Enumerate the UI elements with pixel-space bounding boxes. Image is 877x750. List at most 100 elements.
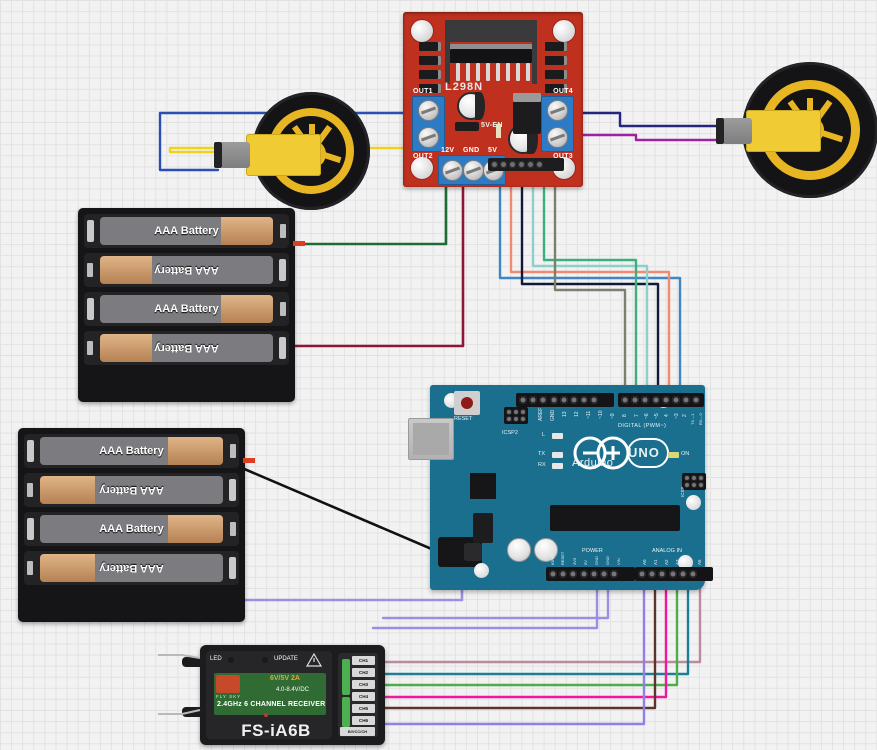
- terminal-screw[interactable]: [418, 127, 439, 148]
- pin-8[interactable]: [590, 396, 599, 404]
- digital-header-right[interactable]: [618, 393, 704, 407]
- diode: [419, 84, 441, 93]
- logic-pin-header[interactable]: [488, 158, 564, 171]
- terminal-screw-12v[interactable]: [442, 160, 463, 181]
- rx-channel-4[interactable]: CH4: [352, 692, 375, 701]
- cell-label: AAA Battery: [99, 523, 164, 535]
- pin-3[interactable]: [661, 396, 670, 404]
- pin-label-aref: AREF: [538, 407, 544, 421]
- pin-rx0[interactable]: [692, 396, 701, 404]
- arduino-uno[interactable]: RESET ICSP2 ICSP: [408, 385, 713, 590]
- pin-a5[interactable]: [689, 570, 698, 578]
- reset-button[interactable]: [454, 391, 480, 415]
- terminal-screw[interactable]: [547, 100, 568, 121]
- rx-channel-1[interactable]: CH1: [352, 656, 375, 665]
- update-button[interactable]: [262, 657, 268, 663]
- pin-a0[interactable]: [638, 570, 647, 578]
- diode: [419, 56, 441, 65]
- pin-13[interactable]: [539, 396, 548, 404]
- battery-pack-arduino[interactable]: AAA Battery AAA Battery AAA Battery: [18, 428, 255, 622]
- cell-label: AAA Battery: [99, 445, 164, 457]
- icsp-header[interactable]: [682, 473, 706, 490]
- wire-batt2-neg-gnd: [230, 558, 464, 602]
- pin-in4[interactable]: [527, 161, 534, 168]
- terminal-screw[interactable]: [547, 127, 568, 148]
- battery-pack-motor[interactable]: AAA Battery AAA Battery AAA Battery: [78, 208, 305, 402]
- pin-4[interactable]: [651, 396, 660, 404]
- pin-enb[interactable]: [536, 161, 543, 168]
- mounting-hole: [678, 555, 693, 570]
- bind-led: [264, 713, 268, 717]
- l-led: [552, 433, 563, 439]
- pin-label-8: 8: [622, 414, 628, 417]
- pin-2[interactable]: [672, 396, 681, 404]
- pin-3v3[interactable]: [569, 570, 578, 578]
- icsp2-header[interactable]: [504, 407, 528, 424]
- pin-in2[interactable]: [509, 161, 516, 168]
- power-12v-label: 12V: [441, 147, 455, 154]
- pin-7[interactable]: [621, 396, 630, 404]
- pin-gnd1[interactable]: [589, 570, 598, 578]
- ibus-bar: [342, 659, 350, 695]
- fs-ia6b-receiver[interactable]: LED UPDATE FLY SKY 6V/5V 2A 4.0-8.4V/DC …: [182, 645, 385, 745]
- power-header[interactable]: [546, 567, 635, 581]
- pin-a2[interactable]: [658, 570, 667, 578]
- rx-channel-bvcc[interactable]: B/VCC/CH: [340, 727, 375, 736]
- rx-channel-2[interactable]: CH2: [352, 668, 375, 677]
- cell-label: AAA Battery: [99, 562, 164, 574]
- pin-9[interactable]: [580, 396, 589, 404]
- pin-aref[interactable]: [519, 396, 528, 404]
- voltage-regulator: [473, 513, 493, 543]
- l298n-motor-driver[interactable]: L298N OUT1 OUT2 OUT4 OUT3 12V GND 5V 5V-…: [403, 12, 583, 187]
- pin-label-gnd: GND: [550, 409, 556, 421]
- pin-a3[interactable]: [668, 570, 677, 578]
- pin-12[interactable]: [549, 396, 558, 404]
- cell-positive-cap: [40, 554, 95, 582]
- pin-tx1[interactable]: [682, 396, 691, 404]
- pin-label-3: ~3: [674, 413, 680, 419]
- rx-channel-3[interactable]: CH3: [352, 680, 375, 689]
- out3-out4-terminal[interactable]: [541, 96, 574, 152]
- rx-channel-6[interactable]: CH6: [352, 716, 375, 725]
- usb-port[interactable]: [408, 418, 454, 460]
- pin-reset[interactable]: [559, 570, 568, 578]
- ic-pin: [526, 63, 530, 81]
- out1-out2-terminal[interactable]: [412, 96, 445, 152]
- pin-label-a0: A0: [642, 559, 647, 565]
- pin-label-reset: RESET: [560, 551, 565, 565]
- pin-vin[interactable]: [610, 570, 619, 578]
- receiver-pin-block[interactable]: CH1 CH2 CH3 CH4 CH5 CH6 B/VCC/CH: [338, 653, 378, 737]
- pin-a4[interactable]: [678, 570, 687, 578]
- pin-a1[interactable]: [648, 570, 657, 578]
- pin-6[interactable]: [631, 396, 640, 404]
- warning-icon: [306, 653, 322, 667]
- 5v-enable-jumper[interactable]: [455, 122, 479, 131]
- pin-5[interactable]: [641, 396, 650, 404]
- terminal-screw-gnd[interactable]: [463, 160, 484, 181]
- pin-gnd2[interactable]: [600, 570, 609, 578]
- mounting-hole: [686, 495, 701, 510]
- pin-label-gnd2: GND: [605, 556, 610, 565]
- pin-in3[interactable]: [518, 161, 525, 168]
- flysky-logo-mark: [216, 675, 240, 693]
- pin-gnd[interactable]: [529, 396, 538, 404]
- wire-rx-ch5-a1: [371, 576, 657, 710]
- pin-in1[interactable]: [500, 161, 507, 168]
- cell-positive-cap: [100, 334, 152, 362]
- ic-pin: [476, 63, 480, 81]
- pin-11[interactable]: [559, 396, 568, 404]
- analog-header[interactable]: [635, 567, 713, 581]
- pin-5v[interactable]: [579, 570, 588, 578]
- pin-10[interactable]: [570, 396, 579, 404]
- rx-channel-5[interactable]: CH5: [352, 704, 375, 713]
- left-motor-wheel[interactable]: [214, 92, 370, 220]
- pin-ioref[interactable]: [549, 570, 558, 578]
- terminal-screw[interactable]: [418, 100, 439, 121]
- cell-label: AAA Battery: [154, 342, 219, 354]
- battery-spring: [279, 337, 286, 359]
- right-motor-wheel[interactable]: [716, 62, 877, 202]
- pin-ena[interactable]: [491, 161, 498, 168]
- cell-positive-cap: [40, 476, 95, 504]
- digital-header-left[interactable]: [516, 393, 614, 407]
- icsp-label: ICSP: [680, 486, 685, 497]
